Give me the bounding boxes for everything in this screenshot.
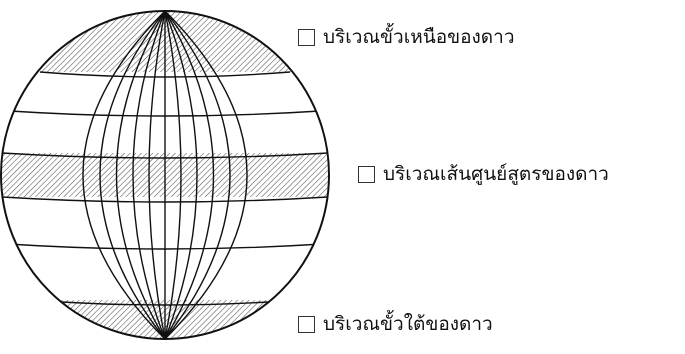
- south-pole-option[interactable]: บริเวณขั้วใต้ของดาว: [298, 309, 493, 339]
- south-pole-checkbox[interactable]: [298, 315, 315, 333]
- north-pole-option[interactable]: บริเวณขั้วเหนือของดาว: [298, 22, 514, 52]
- equator-band: [1, 153, 329, 197]
- globe-outline: [0, 10, 330, 340]
- north-pole-checkbox[interactable]: [298, 28, 315, 46]
- north-pole-label: บริเวณขั้วเหนือของดาว: [323, 26, 515, 48]
- longitude-lines: [82, 10, 248, 340]
- globe-diagram: [0, 10, 330, 340]
- equator-checkbox[interactable]: [358, 165, 375, 183]
- equator-option[interactable]: บริเวณเส้นศูนย์สูตรของดาว: [358, 159, 609, 189]
- equator-label: บริเวณเส้นศูนย์สูตรของดาว: [383, 163, 609, 185]
- south-pole-label: บริเวณขั้วใต้ของดาว: [323, 313, 493, 335]
